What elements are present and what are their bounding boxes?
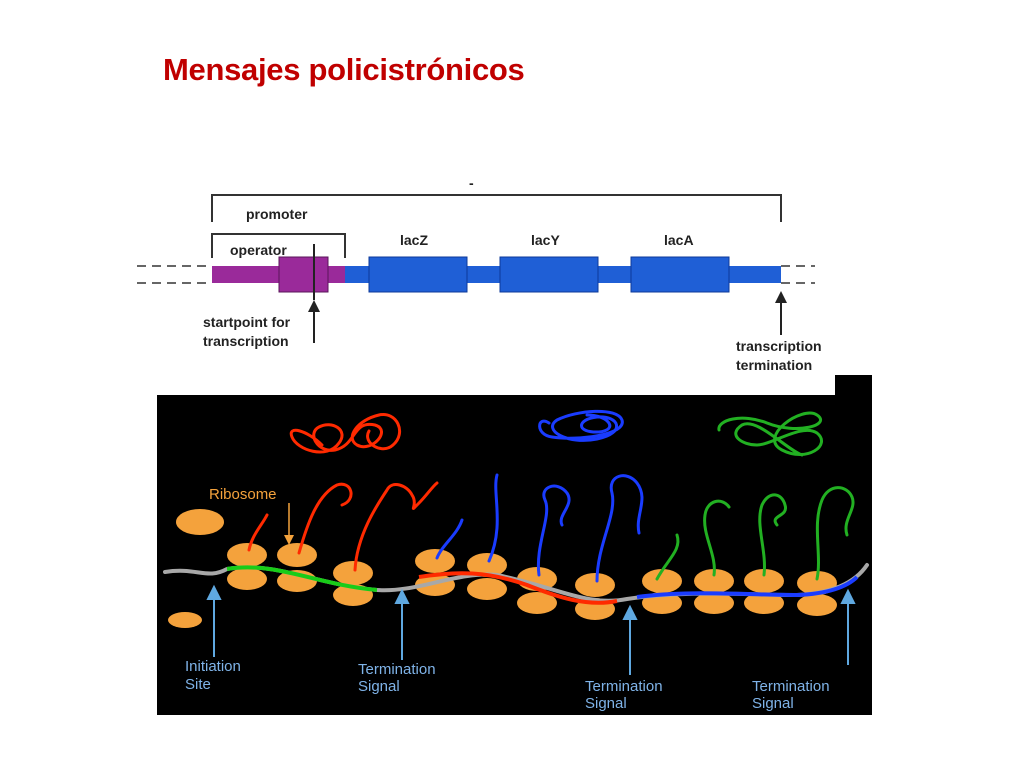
mrna-segment-green xyxy=(226,565,378,592)
initiation-label-line1: Initiation xyxy=(185,658,241,675)
operator-region xyxy=(278,256,329,293)
free-ribosome-subunit xyxy=(176,509,224,535)
promoter-label: promoter xyxy=(246,206,308,222)
operator-label: operator xyxy=(230,242,287,258)
gene-lacY xyxy=(499,256,599,293)
free-ribosome-subunit xyxy=(168,612,202,628)
initiation-label-line2: Site xyxy=(185,676,211,693)
termination-signal-3-line2: Signal xyxy=(752,695,794,712)
gene-lacA xyxy=(630,256,730,293)
termination-signal-2-line2: Signal xyxy=(585,695,627,712)
promoter-bracket xyxy=(211,233,346,258)
gene-label-lacZ: lacZ xyxy=(400,232,428,248)
mrna-segment-red xyxy=(418,571,618,605)
nascent-polypeptides-green xyxy=(655,486,855,581)
nascent-polypeptides-blue xyxy=(435,473,644,583)
gene-label-lacA: lacA xyxy=(664,232,694,248)
startpoint-label-line1: startpoint for xyxy=(203,314,291,330)
translation-panel: Ribosome xyxy=(157,375,872,715)
operon-top-mark: - xyxy=(469,175,474,191)
free-protein-red xyxy=(289,413,401,454)
page-title: Mensajes policistrónicos xyxy=(163,52,525,87)
site-arrows xyxy=(206,584,856,675)
startpoint-arrow-icon xyxy=(308,300,320,312)
termination-signal-3-line1: Termination xyxy=(752,678,830,695)
gene-lacZ xyxy=(368,256,468,293)
gene-label-lacY: lacY xyxy=(531,232,560,248)
operon-bracket xyxy=(211,194,782,222)
panel-background xyxy=(157,375,872,715)
termination-label-line1: transcription xyxy=(736,338,822,354)
dna-dashed-ends xyxy=(137,265,815,284)
startpoint-label-line2: transcription xyxy=(203,333,289,349)
termination-signal-1-line2: Signal xyxy=(358,678,400,695)
nascent-polypeptides-red xyxy=(247,481,439,572)
termination-arrow-icon xyxy=(775,291,787,303)
mrna-segment-blue xyxy=(636,575,859,599)
ribosome-pointer-arrow-icon xyxy=(284,535,294,545)
lac-operon-diagram: - promoter operator lacZ lacY lacA start… xyxy=(137,175,822,373)
free-protein-blue xyxy=(538,409,624,442)
ribosome-label: Ribosome xyxy=(209,486,277,503)
termination-label-line2: termination xyxy=(736,357,812,373)
termination-signal-1-line1: Termination xyxy=(358,661,436,678)
free-protein-green xyxy=(717,411,823,457)
polysome-ribosomes xyxy=(227,543,837,620)
termination-signal-2-line1: Termination xyxy=(585,678,663,695)
